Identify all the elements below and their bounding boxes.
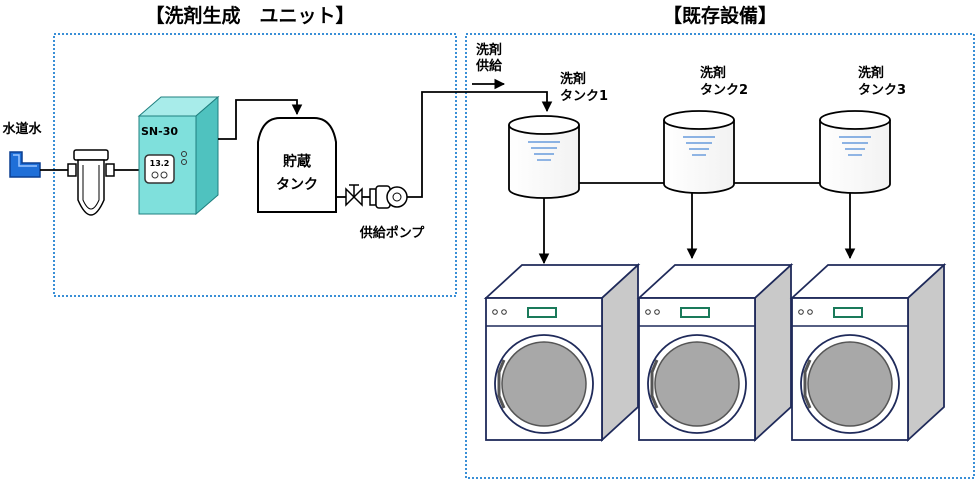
supply-label-line2: 供給 [475,58,503,74]
detergent-tank-3 [819,110,891,194]
tank3-label-line1: 洗剤 [858,65,884,81]
detergent-tank-2 [663,110,735,194]
tank3-label-line2: タンク3 [858,83,906,98]
existing-equipment-title: 【既存設備】 [663,4,777,27]
washing-machine-3 [789,262,947,443]
storage-tank-label-line2: タンク [276,177,318,193]
supply-label-line1: 洗剤 [476,42,502,58]
generator-display-value: 13.2 [150,159,170,168]
tank2-label-line2: タンク2 [700,83,748,98]
tap-icon [9,151,41,178]
detergent-unit-boundary [53,33,457,297]
tank1-label-line2: タンク1 [560,89,608,104]
pump-label: 供給ポンプ [359,225,426,241]
washing-machine-1 [483,262,641,443]
filter-icon [67,149,115,216]
existing-equipment-boundary [465,33,975,479]
valve-icon [345,184,363,207]
washing-machine-2 [636,262,794,443]
generator-model-label: SN-30 [141,125,178,138]
pipe-generator-to-storage [218,99,303,140]
storage-tank-label-line1: 貯蔵 [283,153,311,170]
tank1-label-line1: 洗剤 [560,71,586,87]
generator-unit [137,95,220,216]
tap-water-label: 水道水 [2,121,42,137]
tank2-label-line1: 洗剤 [700,65,726,81]
storage-tank [257,117,337,213]
detergent-tank-1 [508,115,580,199]
pump-icon [369,185,408,209]
detergent-unit-title: 【洗剤生成 ユニット】 [145,4,354,27]
pipe-pump-to-tank1 [407,91,553,198]
